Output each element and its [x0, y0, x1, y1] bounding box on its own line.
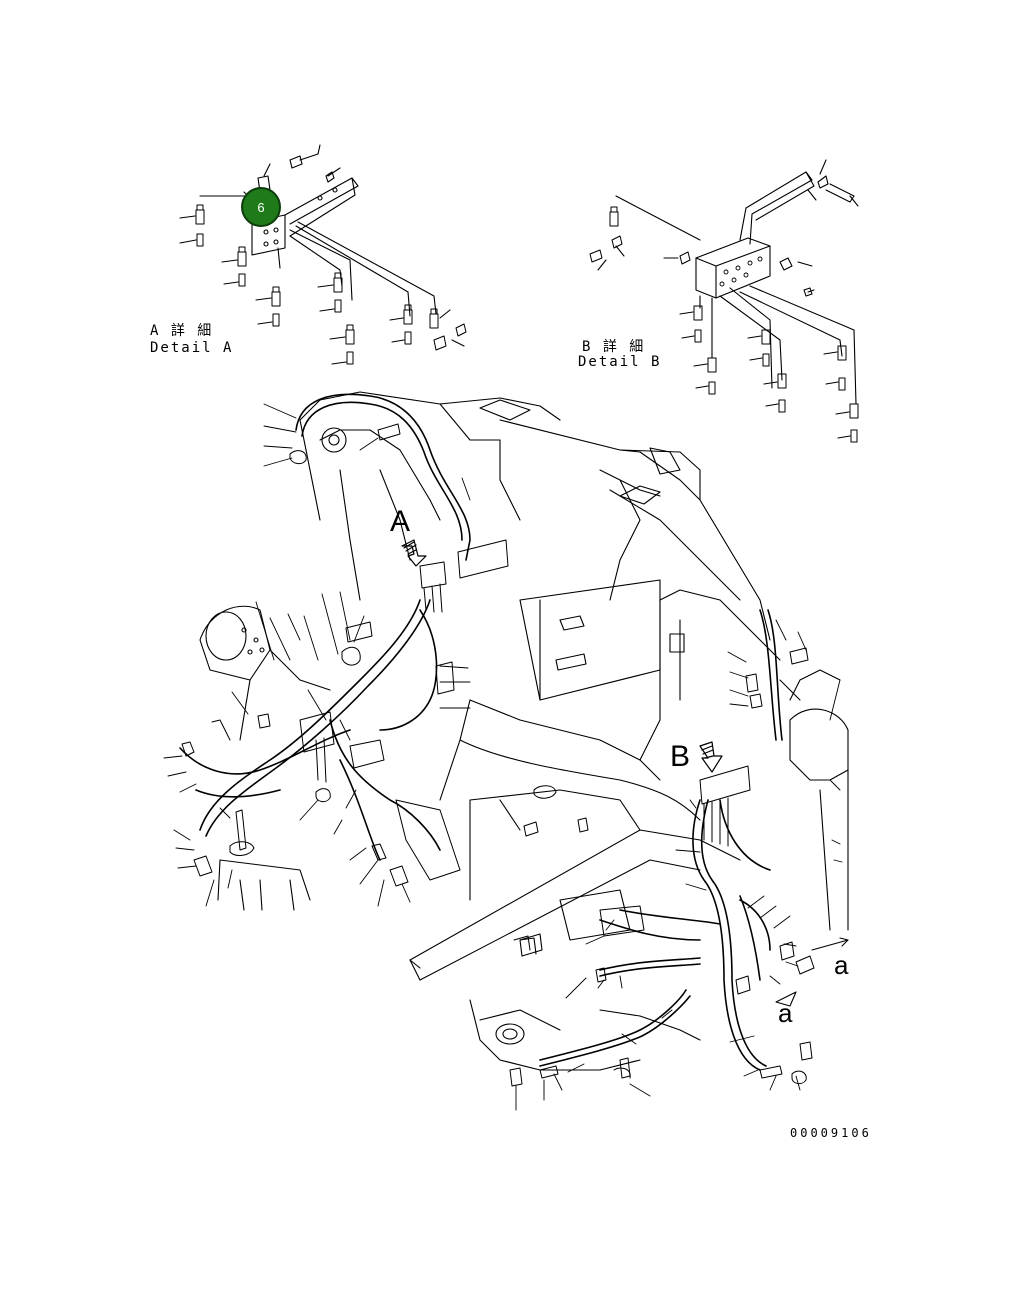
detail-b-label-en: Detail B — [578, 354, 662, 370]
detail-a-assembly — [179, 144, 467, 365]
leader-lines — [163, 403, 843, 1111]
view-marker-a: A — [390, 505, 411, 538]
view-arrow-b — [699, 741, 723, 773]
fittings — [181, 423, 815, 1087]
hoses-and-harness — [179, 393, 783, 1071]
main-frame — [199, 391, 849, 1071]
drawing-number: 00009106 — [790, 1126, 872, 1140]
callout-badge-6[interactable]: 6 — [241, 187, 281, 227]
detail-b-label-jp: B 詳 細 — [582, 339, 646, 355]
view-ref-a-bottom: a — [778, 998, 793, 1028]
view-arrow-a — [401, 539, 427, 567]
detail-a-label-en: Detail A — [150, 340, 234, 356]
view-ref-a-top: a — [834, 950, 849, 980]
callout-number: 6 — [257, 199, 265, 215]
view-marker-b: B — [670, 740, 691, 773]
detail-a-label-jp: A 詳 細 — [150, 323, 214, 339]
view-arrow-a-ref-top — [811, 937, 849, 951]
detail-b-assembly — [589, 159, 859, 443]
view-arrow-a-ref-bottom — [775, 991, 797, 1007]
